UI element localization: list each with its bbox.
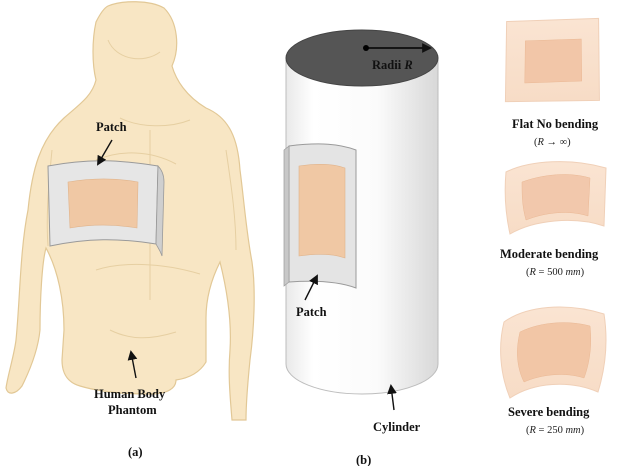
patch-label-a: Patch [96,120,127,134]
radius-label: Radii R [372,58,413,72]
phantom-label-line2: Phantom [108,403,157,417]
cylinder-top [286,30,438,86]
patch-flat [503,18,602,103]
patch-severe [501,307,606,398]
severe-param: (R = 250 mm) [526,425,585,436]
patch-b [284,144,356,288]
patch-a-conductor [68,179,138,228]
flat-title: Flat No bending [512,117,599,131]
patch-b-conductor [299,164,345,258]
patch-moderate [505,162,606,234]
caption-a: (a) [128,445,143,459]
phantom-label-line1: Human Body [94,387,166,401]
moderate-param: (R = 500 mm) [526,267,585,278]
cylinder-label: Cylinder [373,420,421,434]
patch-label-b: Patch [296,305,327,319]
severe-title: Severe bending [508,405,590,419]
flat-param: (R → ∞) [534,137,571,148]
moderate-title: Moderate bending [500,247,599,261]
caption-b: (b) [356,453,371,466]
